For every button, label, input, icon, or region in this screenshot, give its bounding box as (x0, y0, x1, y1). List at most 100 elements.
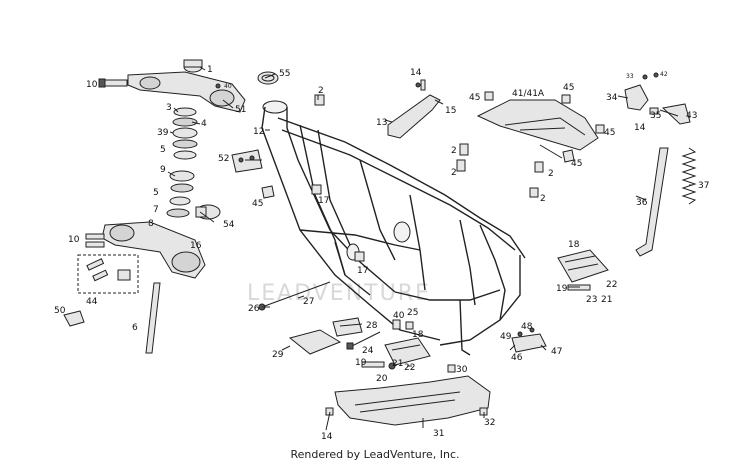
bolt-set-44 (77, 254, 139, 294)
callout-6: 6 (132, 323, 138, 333)
clamp-54 (195, 204, 221, 220)
callout-51: 51 (235, 105, 246, 115)
callout-13: 13 (376, 118, 387, 128)
callout-45-mid: 45 (469, 93, 480, 103)
upper-triple-clamp (127, 71, 246, 113)
callout-7: 7 (153, 205, 159, 215)
callout-52: 52 (218, 154, 229, 164)
callout-45-air: 45 (563, 83, 574, 93)
callout-20: 20 (376, 374, 388, 384)
leader-lines (167, 66, 693, 431)
lever-43 (661, 103, 691, 125)
callout-17-lower: 17 (357, 266, 368, 276)
callout-28: 28 (366, 321, 378, 331)
bracket-28 (332, 317, 363, 337)
steering-stem-bearings (166, 107, 198, 218)
callout-39: 39 (157, 128, 169, 138)
bumper-25 (405, 321, 414, 330)
spring-37 (681, 147, 697, 205)
callout-50: 50 (54, 306, 66, 316)
callout-34: 34 (606, 93, 618, 103)
callout-22-left: 22 (404, 363, 415, 373)
bolt-24 (346, 331, 381, 350)
callout-44: 44 (86, 297, 98, 307)
callout-27: 27 (303, 297, 314, 307)
callout-49: 49 (500, 332, 512, 342)
clip-2-mid-a (459, 143, 469, 156)
callout-18-right: 18 (568, 240, 580, 250)
clip-2-right-b (529, 187, 539, 198)
callout-10-lower: 10 (68, 235, 80, 245)
callout-labels: 1 10 40 51 3 4 39 5 9 5 7 8 10 16 54 44 … (54, 65, 709, 442)
callout-36: 36 (636, 198, 648, 208)
bolt-10-lower (85, 233, 105, 248)
clip-2-top (314, 94, 325, 106)
callout-37: 37 (698, 181, 709, 191)
callout-45-far: 45 (604, 128, 615, 138)
callout-29: 29 (272, 350, 284, 360)
bracket-13-15 (387, 79, 441, 139)
callout-1: 1 (207, 65, 213, 75)
callout-18-left: 18 (412, 330, 424, 340)
plate-50 (63, 310, 85, 327)
clip-45-far (595, 124, 605, 134)
callout-12: 12 (253, 127, 264, 137)
callout-2-right-b: 2 (540, 194, 546, 204)
guard-29 (288, 329, 342, 355)
clip-45-left (261, 185, 275, 199)
callout-3: 3 (166, 103, 172, 113)
callout-33: 33 (626, 73, 634, 80)
callout-41-41a: 41/41A (512, 89, 545, 99)
bolt-10-upper (98, 78, 128, 88)
callout-16: 16 (190, 241, 202, 251)
bracket-46 (511, 327, 547, 353)
clip-45-air (561, 94, 571, 104)
callout-14-top: 14 (410, 68, 422, 78)
callout-2-mid-b: 2 (451, 168, 457, 178)
callout-9: 9 (160, 165, 166, 175)
clip-17-lower (354, 251, 365, 262)
bolt-30 (447, 364, 456, 373)
callout-43: 43 (686, 111, 697, 121)
callout-40: 40 (393, 311, 405, 321)
main-frame (261, 100, 526, 356)
callout-31: 31 (433, 429, 444, 439)
footer-credit: Rendered by LeadVenture, Inc. (290, 448, 460, 461)
callout-21-right: 21 (601, 295, 612, 305)
callout-32: 32 (484, 418, 495, 428)
callout-17-upper: 17 (318, 196, 329, 206)
callout-15: 15 (445, 106, 456, 116)
callout-30: 30 (456, 365, 468, 375)
bracket-52 (231, 149, 263, 173)
callout-19-left: 19 (355, 358, 367, 368)
clip-17-upper (311, 184, 322, 195)
callout-8: 8 (148, 219, 154, 229)
callout-54: 54 (223, 220, 235, 230)
callout-23: 23 (586, 295, 597, 305)
callout-14-right: 14 (634, 123, 646, 133)
callout-24: 24 (362, 346, 374, 356)
callout-2-right-a: 2 (548, 169, 554, 179)
callout-46: 46 (511, 353, 523, 363)
clip-2-right-a (534, 161, 544, 173)
clip-45-right (562, 149, 575, 163)
callout-19-right: 19 (556, 284, 568, 294)
steering-stem (145, 282, 161, 354)
callout-5-a: 5 (160, 145, 166, 155)
lower-triple-clamp (101, 221, 206, 279)
callout-47: 47 (551, 347, 562, 357)
callout-25: 25 (407, 308, 418, 318)
callout-35: 35 (650, 111, 661, 121)
callout-4: 4 (201, 119, 207, 129)
callout-2-mid-a: 2 (451, 146, 457, 156)
callout-40-top: 40 (224, 83, 232, 90)
callout-45-left: 45 (252, 199, 263, 209)
bumper-40 (392, 319, 401, 330)
airbox-cover (476, 99, 599, 151)
callout-21-left: 21 (392, 359, 403, 369)
callout-14-bottom: 14 (321, 432, 333, 442)
ring-55 (257, 71, 279, 85)
nut-1 (183, 59, 203, 73)
callout-10-upper: 10 (86, 80, 98, 90)
